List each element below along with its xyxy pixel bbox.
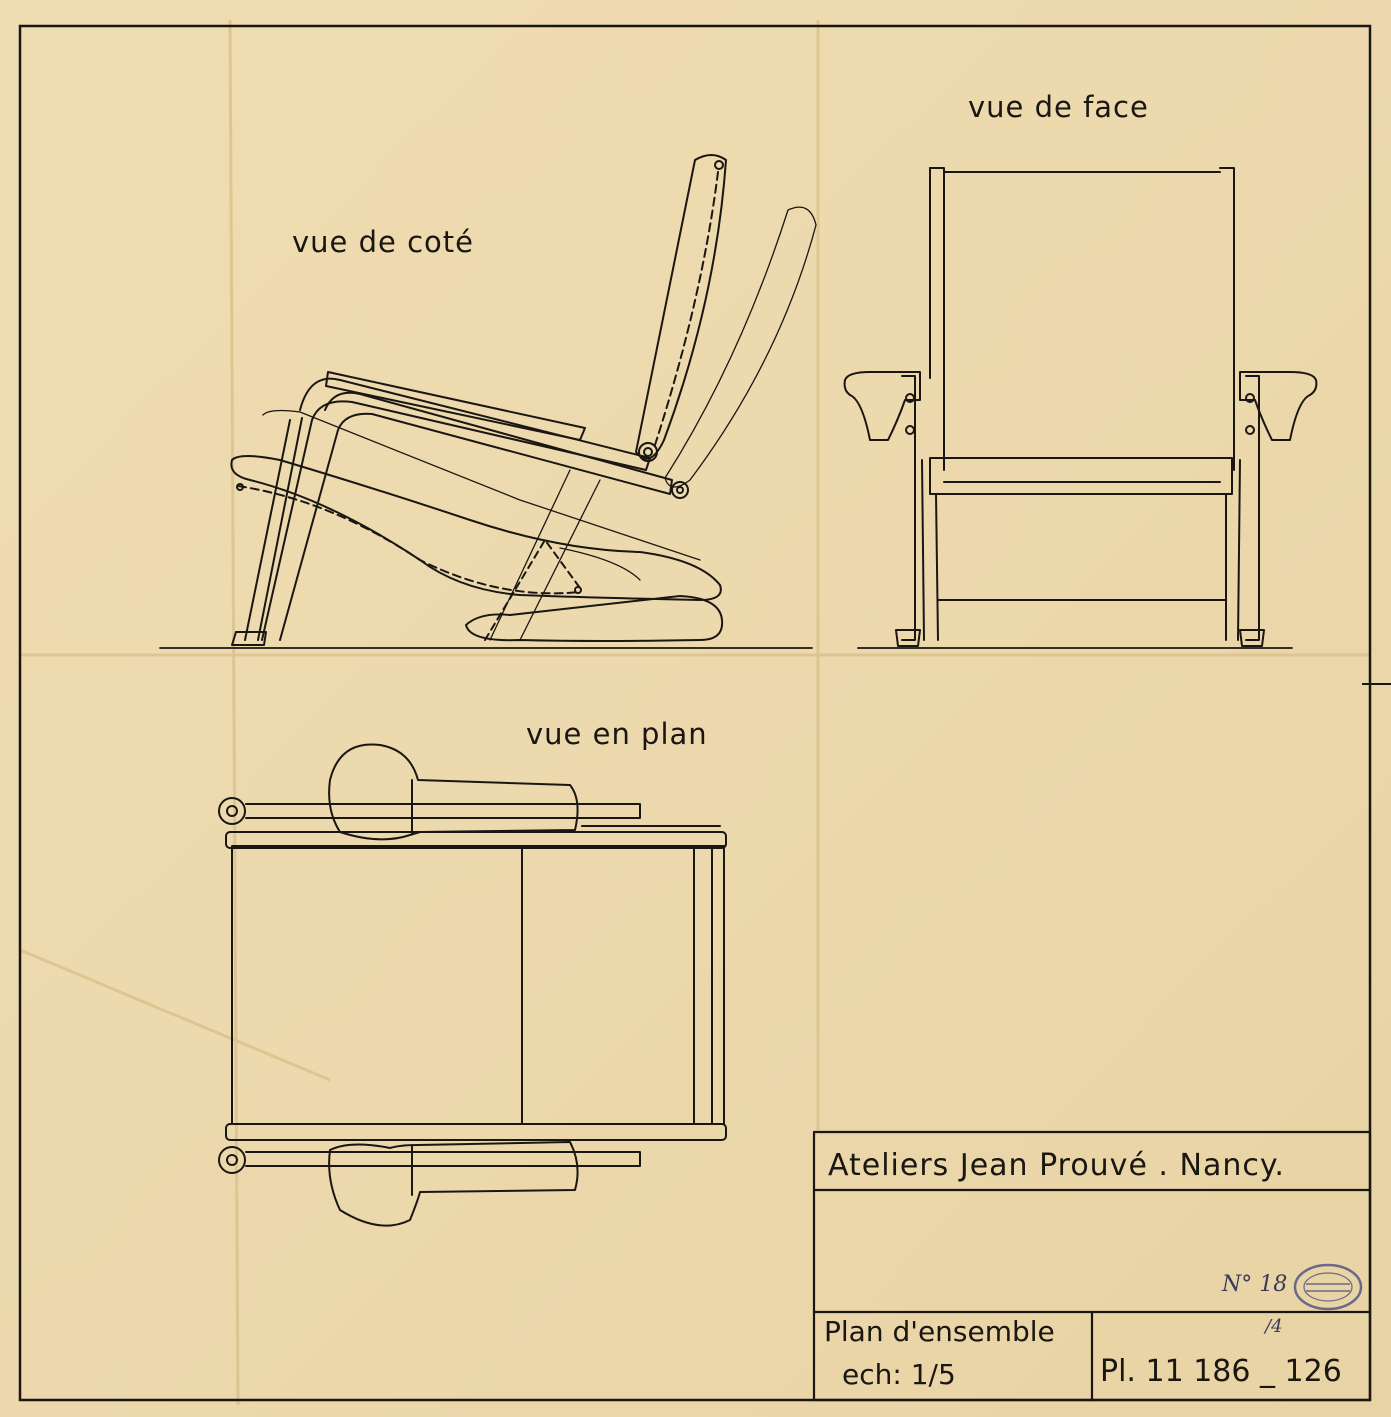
drawing-title: Plan d'ensemble xyxy=(824,1315,1055,1348)
plate-number: Pl. 11 186 _ 126 xyxy=(1100,1354,1342,1389)
title-block-frame xyxy=(812,1130,1372,1402)
archive-stamp xyxy=(1293,1263,1363,1311)
paper-folds xyxy=(19,19,1370,1406)
plan-view-label: vue en plan xyxy=(526,717,708,751)
handwritten-fraction: /4 xyxy=(1265,1316,1283,1337)
front-view-drawing xyxy=(843,167,1318,649)
side-view-label: vue de coté xyxy=(292,225,474,259)
handwritten-number: N° 18 xyxy=(1222,1272,1288,1297)
sheet-border xyxy=(18,24,1372,1402)
side-view-drawing xyxy=(159,154,817,649)
drawing-scale: ech: 1/5 xyxy=(842,1358,956,1391)
plan-view-drawing xyxy=(218,743,727,1227)
front-view-label: vue de face xyxy=(968,90,1149,124)
company-name: Ateliers Jean Prouvé . Nancy. xyxy=(828,1148,1285,1183)
